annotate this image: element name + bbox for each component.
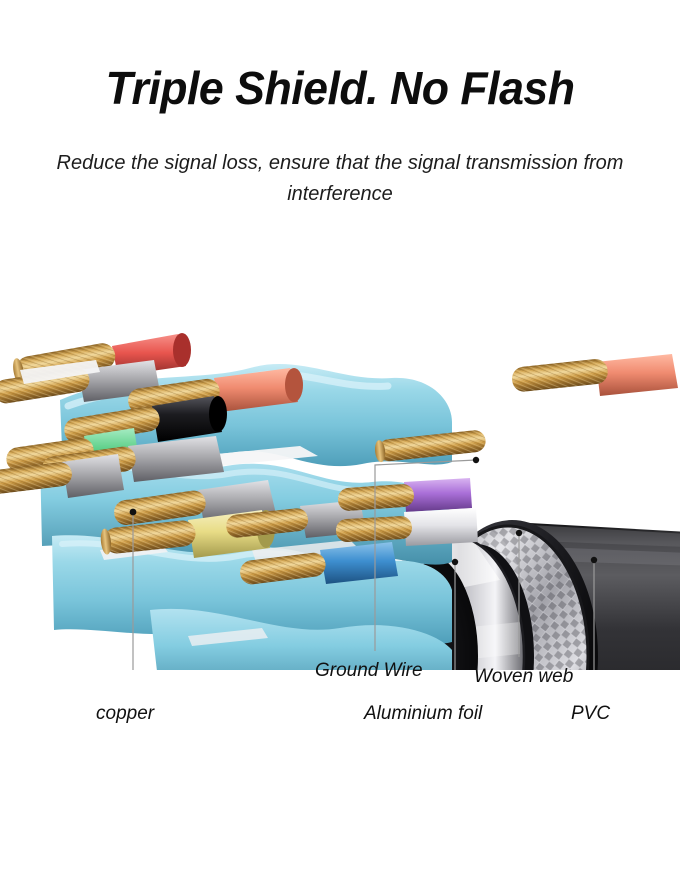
dot-copper (129, 508, 137, 516)
callout-label-copper: copper (96, 703, 155, 724)
callout-dots (129, 456, 598, 566)
conductor-gray-3 (0, 454, 124, 498)
callout-leaders (132, 459, 595, 670)
dot-ground-wire (472, 456, 480, 464)
dot-woven-web (515, 529, 523, 537)
callout-label-woven-web: Woven web (474, 666, 574, 687)
conductor-white (335, 508, 478, 546)
cable-cutaway-illustration (0, 250, 680, 670)
callout-label-ground-wire: Ground Wire (315, 660, 423, 681)
conductor-salmon-2 (512, 354, 678, 396)
conductor-yellow (100, 510, 275, 558)
conductor-black (64, 396, 227, 443)
page-subtitle: Reduce the signal loss, ensure that the … (56, 152, 624, 205)
conductor-ground-bare (375, 430, 486, 463)
dot-pvc (590, 556, 598, 564)
conductor-blue (240, 542, 398, 585)
callout-label-pvc: PVC (571, 703, 611, 724)
dot-aluminium-foil (451, 558, 459, 566)
leader-ground-wire (374, 459, 477, 651)
conductors-group (0, 333, 678, 585)
page-title: Triple Shield. No Flash (105, 62, 575, 114)
callout-label-aluminium-foil: Aluminium foil (364, 703, 483, 724)
conductor-purple (337, 478, 472, 512)
